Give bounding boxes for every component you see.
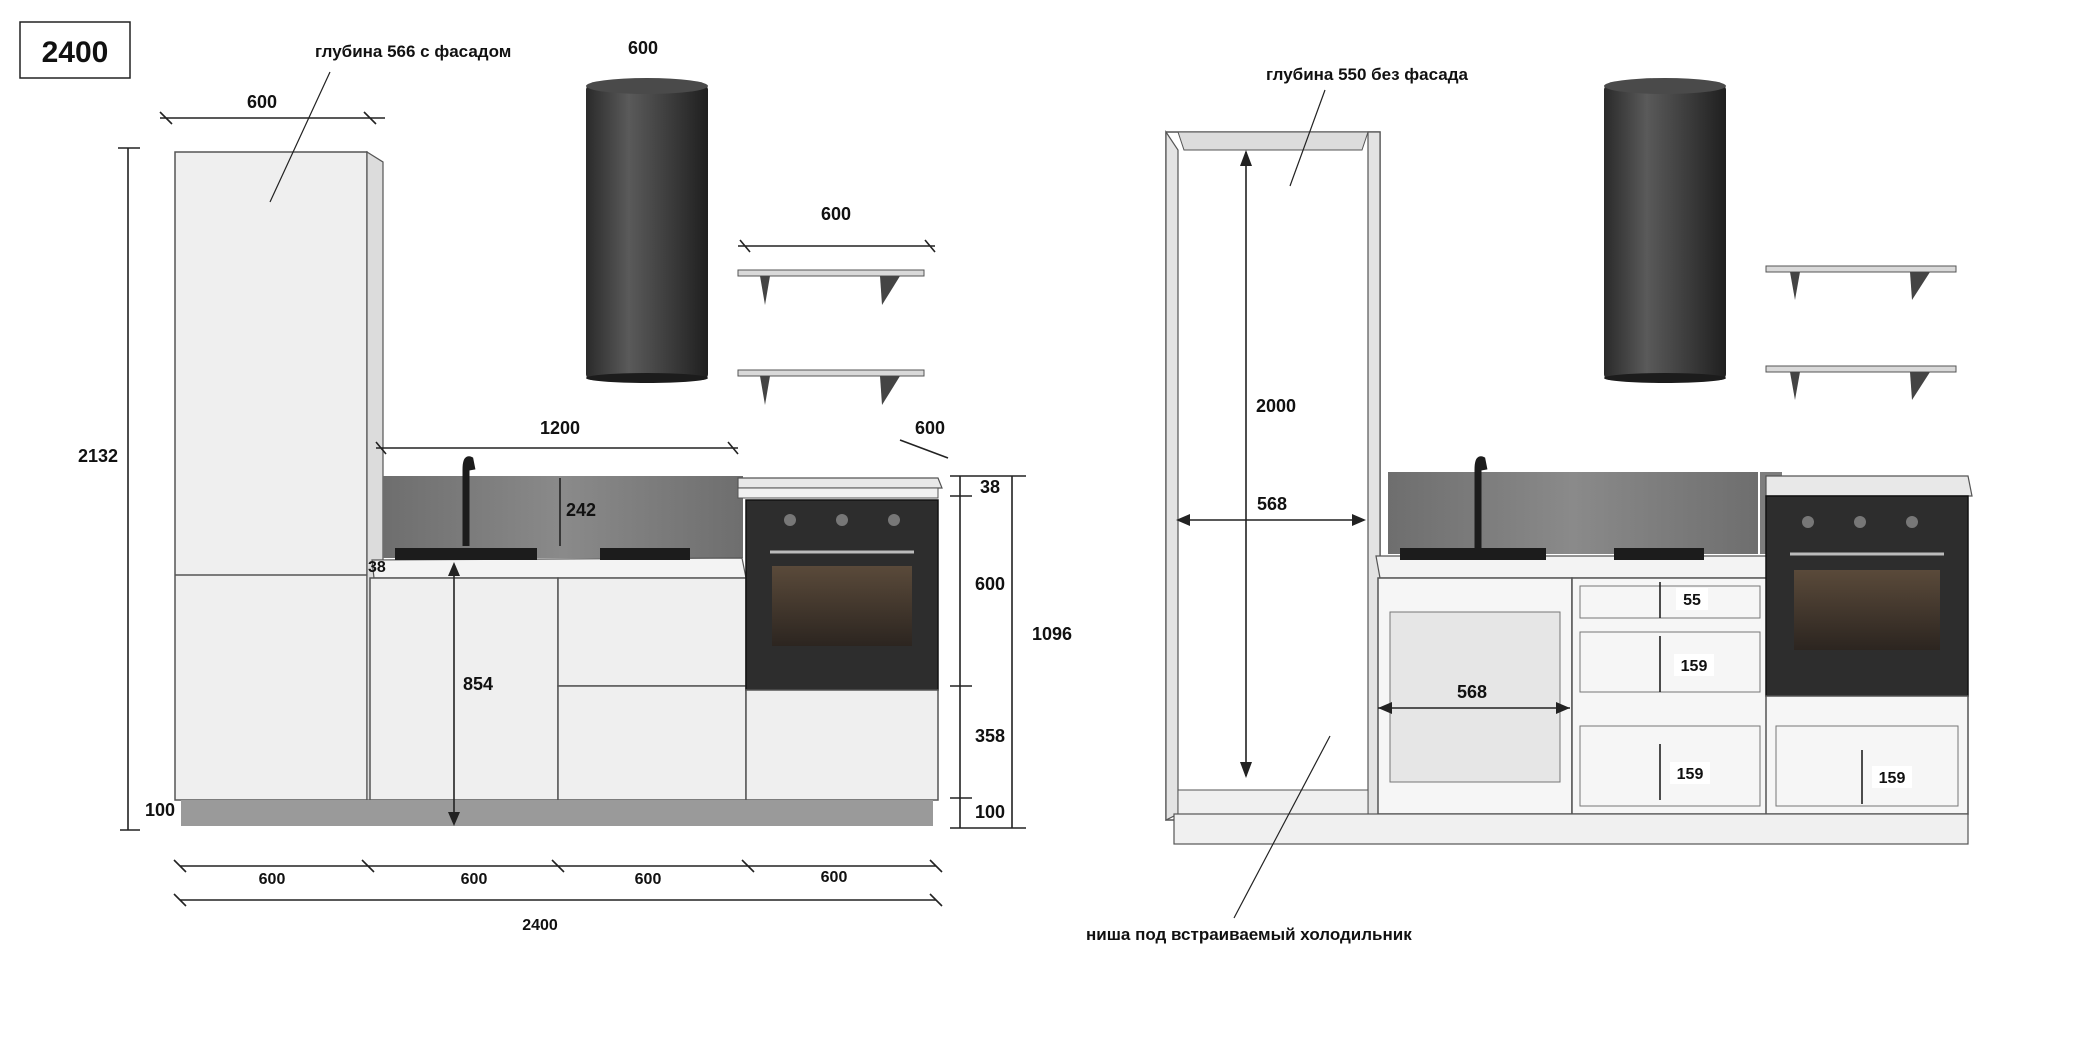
left-elevation: глубина 566 с фасадом 600 600 600 2132 1… [78,38,1072,934]
right-carcass-drawing: глубина 550 без фасада ниша под встраива… [1086,65,1973,944]
dim-column-width: 600 [247,92,277,112]
dim-plinth-right: 100 [975,802,1005,822]
oven-knob-icon [784,514,796,526]
dim-drawer-3: 159 [1677,766,1704,783]
oven-window [772,566,912,646]
dim-counter-span: 1200 [540,418,580,438]
shelf-lower [737,369,925,405]
dim-lower-drawer: 358 [975,726,1005,746]
left-depth-note: глубина 566 с фасадом [315,42,511,61]
dim-oven-height: 600 [975,574,1005,594]
oven-knob-icon [888,514,900,526]
oven-top-strip [737,487,939,499]
niche-note: ниша под встраиваемый холодильник [1086,925,1412,944]
dim-bottom-4: 600 [821,869,848,886]
dim-splash: 242 [566,500,596,520]
hood [586,78,708,383]
dim-niche-width: 568 [1257,494,1287,514]
oven-knob-icon [1906,516,1918,528]
oven-knob-icon [836,514,848,526]
dim-right-depth: 600 [915,418,945,438]
dim-shelf-width: 600 [821,204,851,224]
tall-column [174,151,368,801]
plinth [181,800,933,826]
oven-knob-icon [1854,516,1866,528]
dim-drawer-2: 159 [1681,658,1708,675]
dim-bottom-3: 600 [635,871,662,888]
dim-bottom-1: 600 [259,871,286,888]
dim-niche-height: 2000 [1256,396,1296,416]
oven-base-drawer [745,689,939,801]
dim-hood-width: 600 [628,38,658,58]
dim-drawer-4: 159 [1879,770,1906,787]
dim-base-height: 854 [463,674,493,694]
title-badge-text: 2400 [42,36,109,69]
dim-worktop-thickness: 38 [368,559,386,576]
shelf-upper [737,269,925,305]
dim-total-height: 2132 [78,446,118,466]
oven-top [737,477,943,489]
base-cabinet-2-top [557,577,747,687]
base-cabinet-2-bottom [557,685,747,801]
faucet [462,456,476,546]
title-badge: 2400 [19,21,131,79]
dim-plinth-left: 100 [145,800,175,820]
splashback [383,476,743,558]
dim-overall: 2400 [522,917,558,934]
right-depth-note: глубина 550 без фасада [1266,65,1469,84]
dim-sink-width: 568 [1457,682,1487,702]
dim-drawer-1: 55 [1683,592,1701,609]
dim-right-total: 1096 [1032,624,1072,644]
worktop [371,557,747,579]
hob [600,548,690,560]
dim-top-strip: 38 [980,477,1000,497]
sink [395,548,537,560]
dim-bottom-2: 600 [461,871,488,888]
oven-knob-icon [1802,516,1814,528]
